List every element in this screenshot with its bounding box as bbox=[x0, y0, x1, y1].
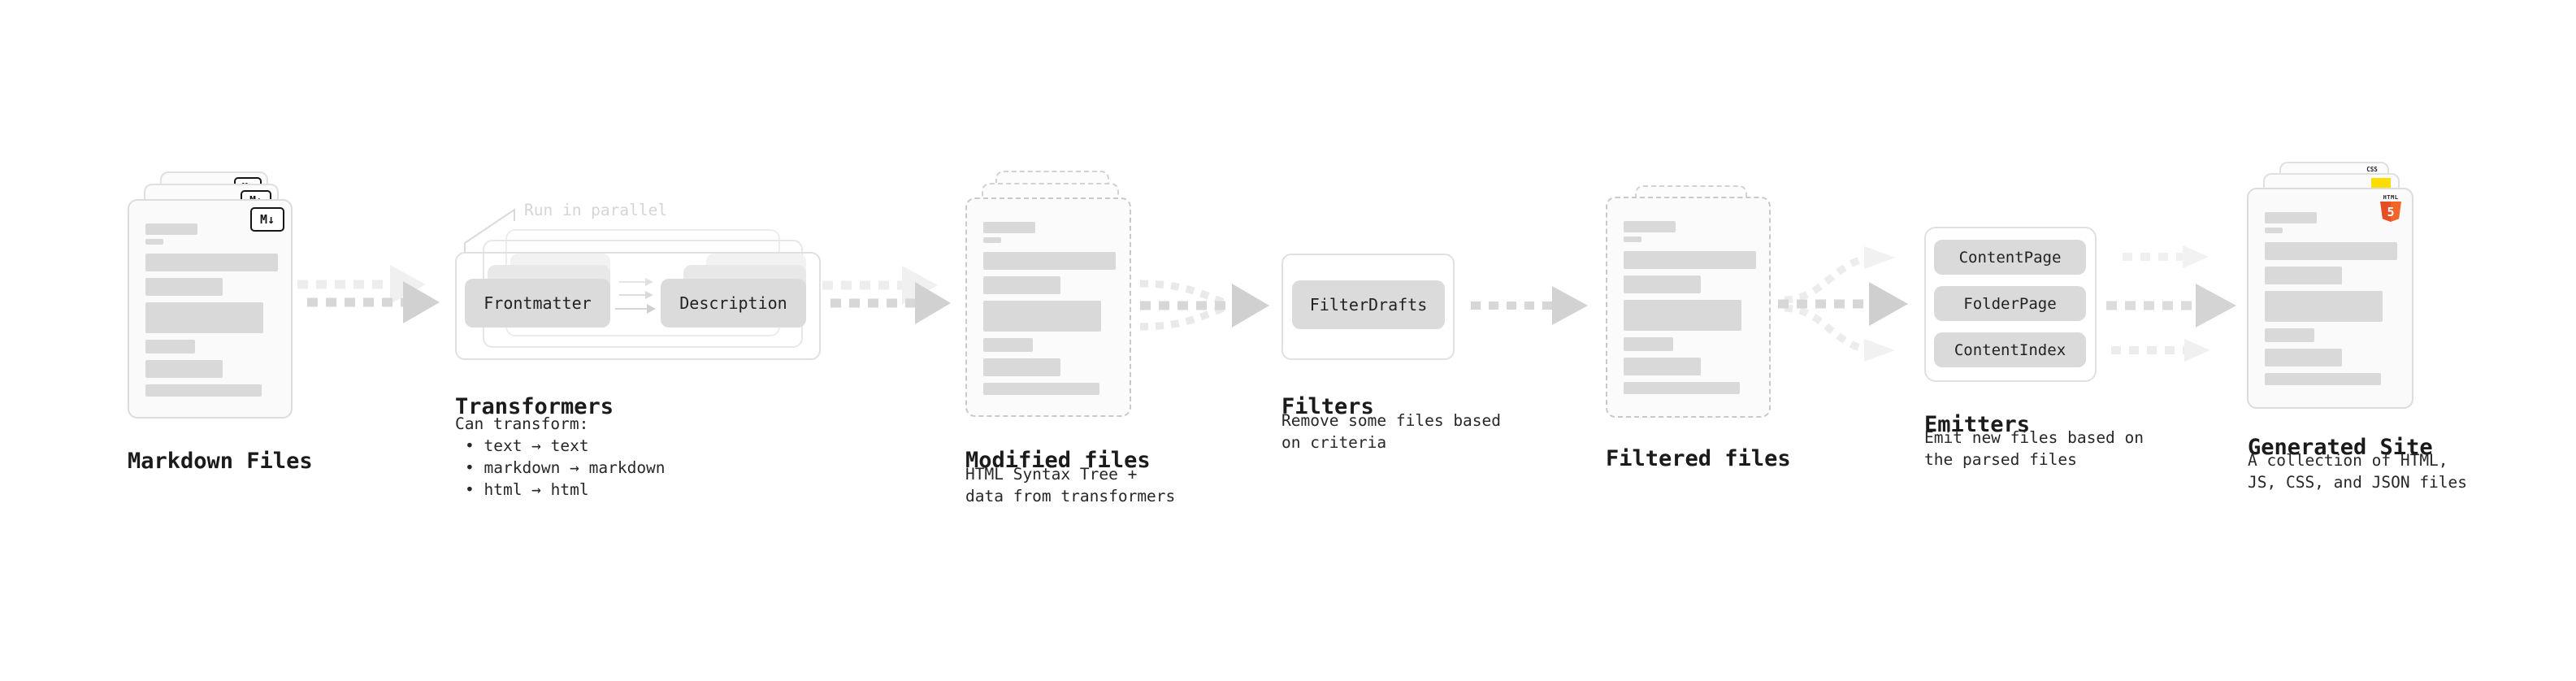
placeholder-bar bbox=[2265, 349, 2342, 367]
file-content-placeholder bbox=[1624, 221, 1756, 394]
file-content-placeholder bbox=[983, 222, 1116, 395]
subtitle-line: data from transformers bbox=[965, 487, 1176, 505]
placeholder-bar bbox=[983, 301, 1101, 332]
run-in-parallel-note: Run in parallel bbox=[524, 201, 668, 219]
filter-pill-filterdrafts: FilterDrafts bbox=[1292, 280, 1445, 329]
placeholder-bar bbox=[983, 358, 1060, 376]
transformers-bullet-list: • text → text • markdown → markdown • html… bbox=[455, 435, 666, 501]
transformers-bullet: • markdown → markdown bbox=[465, 458, 666, 477]
placeholder-bar bbox=[2265, 212, 2317, 223]
transformer-pill-description: Description bbox=[661, 279, 806, 327]
transformer-pill-frontmatter: Frontmatter bbox=[465, 279, 610, 327]
subtitle-line: JS, CSS, and JSON files bbox=[2248, 473, 2468, 492]
arrow-emitters-to-generated bbox=[2106, 245, 2236, 362]
arrow-filters-to-filtered bbox=[1471, 286, 1588, 325]
emitter-pill: FolderPage bbox=[1934, 286, 2086, 321]
html5-icon-shield: 5 bbox=[2380, 202, 2401, 222]
transformers-bullet: • html → html bbox=[465, 480, 589, 499]
css-icon-label: CSS bbox=[2366, 166, 2378, 173]
arrow-transformers-to-modified bbox=[822, 266, 951, 324]
transformers-bullet: • text → text bbox=[465, 436, 589, 455]
placeholder-bar bbox=[145, 254, 278, 271]
filters-title: Filters bbox=[1281, 394, 1374, 420]
modified-files-title: Modified files bbox=[965, 448, 1151, 474]
placeholder-bar bbox=[983, 276, 1060, 294]
markdown-file-card: M↓ bbox=[128, 199, 293, 419]
emitter-pill: ContentPage bbox=[1934, 240, 2086, 275]
generated-site-subtitle: A collection of HTML, JS, CSS, and JSON f… bbox=[2248, 449, 2467, 493]
arrow-filtered-to-emitters bbox=[1778, 246, 1908, 362]
placeholder-bar bbox=[2265, 291, 2383, 322]
placeholder-bar bbox=[145, 278, 223, 296]
html5-icon-label: HTML bbox=[2383, 194, 2399, 201]
modified-file-card bbox=[965, 197, 1131, 417]
markdown-icon: M↓ bbox=[250, 207, 284, 232]
placeholder-bar bbox=[983, 252, 1116, 270]
placeholder-bar bbox=[145, 340, 195, 354]
placeholder-bar bbox=[2265, 328, 2314, 342]
file-content-placeholder bbox=[145, 223, 278, 397]
subtitle-line: Remove some files based bbox=[1281, 411, 1502, 430]
subtitle-line: the parsed files bbox=[1924, 450, 2077, 469]
emitter-pill: ContentIndex bbox=[1934, 332, 2086, 367]
placeholder-bar bbox=[983, 222, 1035, 233]
placeholder-bar bbox=[983, 237, 1001, 243]
filters-subtitle: Remove some files based on criteria bbox=[1281, 410, 1501, 453]
filtered-files-title: Filtered files bbox=[1606, 446, 1791, 472]
emitters-title: Emitters bbox=[1924, 412, 2031, 438]
placeholder-bar bbox=[1624, 236, 1641, 242]
placeholder-bar bbox=[1624, 300, 1741, 331]
placeholder-bar bbox=[2265, 242, 2397, 260]
generated-site-title: Generated Site bbox=[2248, 435, 2433, 461]
transformers-title: Transformers bbox=[455, 394, 614, 420]
placeholder-bar bbox=[1624, 251, 1756, 269]
placeholder-bar bbox=[145, 384, 262, 397]
placeholder-bar bbox=[2265, 228, 2283, 233]
transformers-description: Can transform: • text → text • markdown →… bbox=[455, 413, 666, 501]
emitters-subtitle: Emit new files based on the parsed files bbox=[1924, 427, 2144, 471]
placeholder-bar bbox=[1624, 382, 1740, 394]
arrow-modified-to-filters bbox=[1139, 280, 1269, 331]
transformers-desc-title: Can transform: bbox=[455, 414, 589, 433]
generated-file-html: HTML 5 bbox=[2247, 188, 2413, 409]
placeholder-bar bbox=[145, 360, 223, 378]
placeholder-bar bbox=[1624, 221, 1676, 232]
subtitle-line: HTML Syntax Tree + bbox=[965, 465, 1138, 484]
filtered-file-card bbox=[1606, 197, 1771, 418]
subtitle-line: A collection of HTML, bbox=[2248, 451, 2448, 470]
placeholder-bar bbox=[1624, 275, 1701, 293]
placeholder-bar bbox=[145, 223, 197, 235]
placeholder-bar bbox=[1624, 358, 1701, 375]
markdown-files-title: Markdown Files bbox=[128, 449, 313, 475]
placeholder-bar bbox=[145, 239, 163, 245]
placeholder-bar bbox=[2265, 373, 2381, 385]
html5-icon: HTML 5 bbox=[2379, 194, 2403, 222]
arrow-markdown-to-transformers bbox=[297, 265, 440, 323]
file-content-placeholder bbox=[2265, 212, 2397, 385]
placeholder-bar bbox=[1624, 337, 1673, 351]
subtitle-line: on criteria bbox=[1281, 433, 1387, 452]
placeholder-bar bbox=[983, 383, 1099, 395]
placeholder-bar bbox=[145, 302, 263, 333]
placeholder-bar bbox=[983, 338, 1033, 352]
placeholder-bar bbox=[2265, 267, 2342, 284]
modified-files-subtitle: HTML Syntax Tree + data from transformers bbox=[965, 463, 1175, 507]
transformer-box-front bbox=[455, 252, 821, 360]
subtitle-line: Emit new files based on bbox=[1924, 428, 2144, 447]
